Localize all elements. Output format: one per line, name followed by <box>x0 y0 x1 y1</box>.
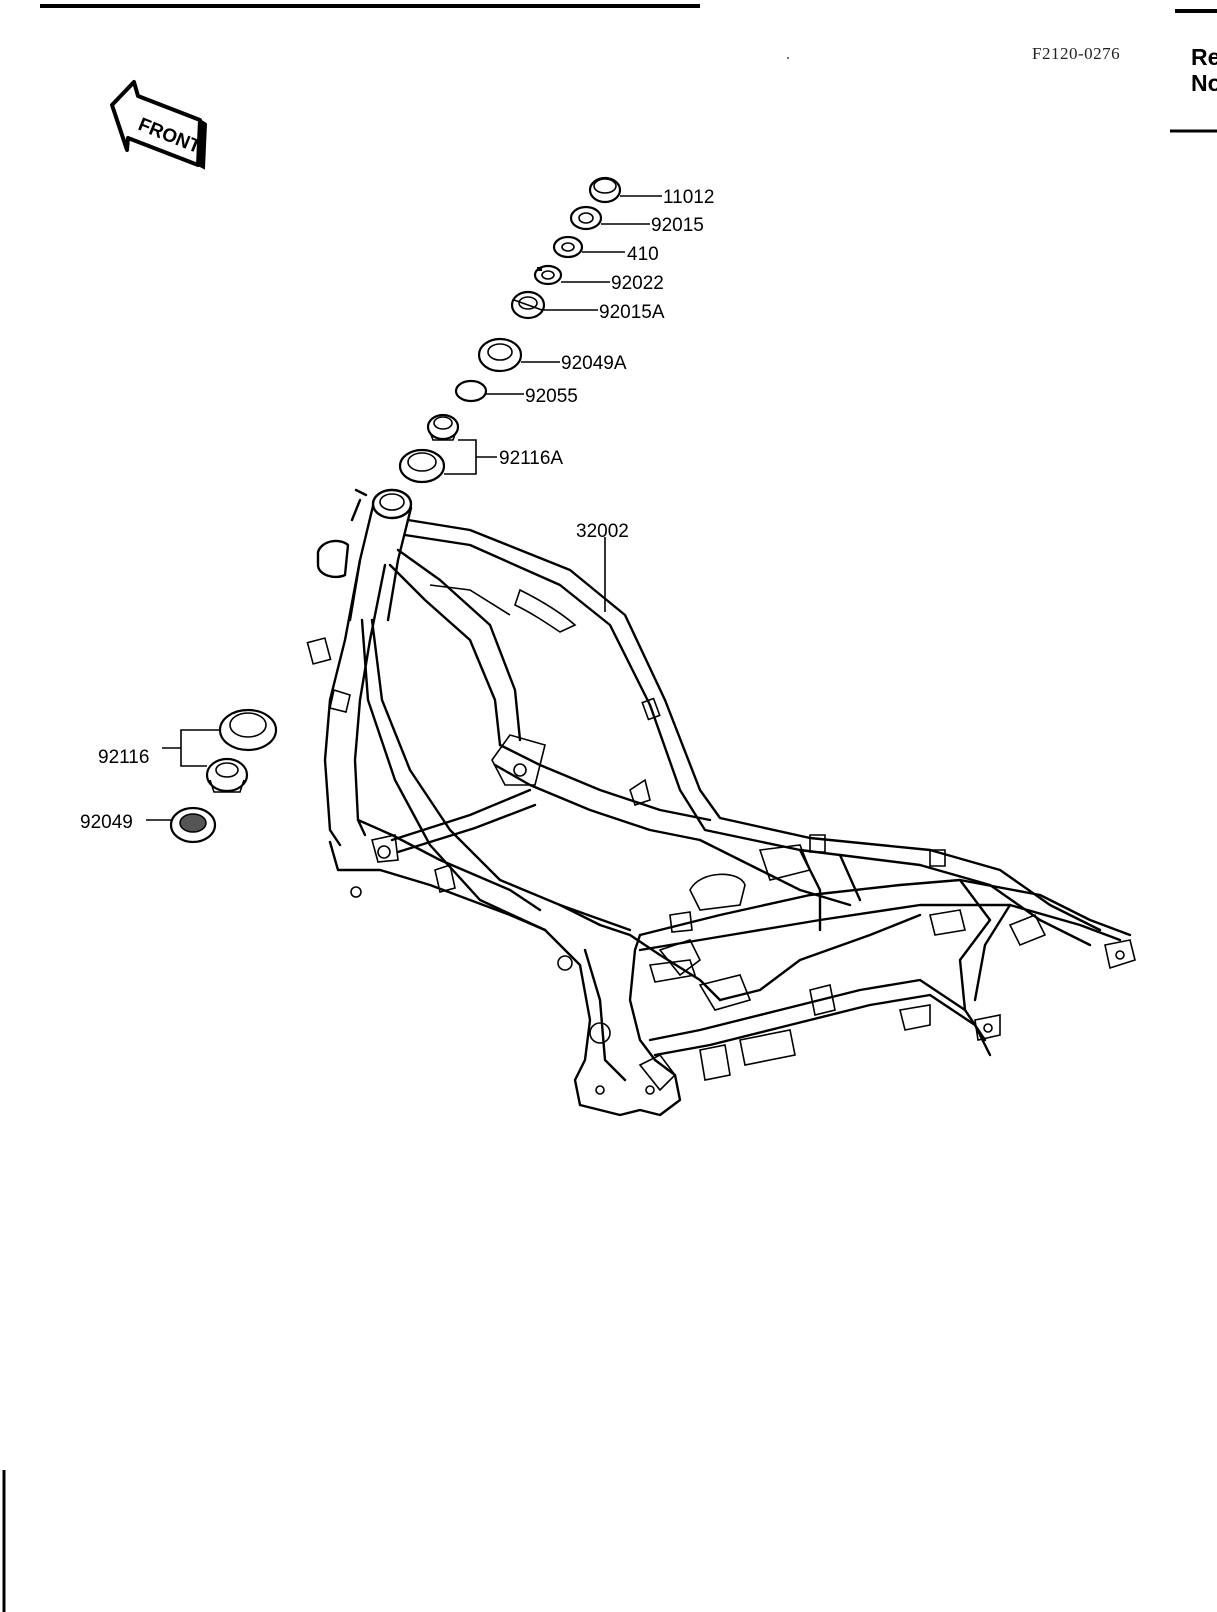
front-direction-arrow-icon: FRONT <box>110 80 208 170</box>
side-text-line2: No <box>1191 70 1217 96</box>
callout-92049A: 92049A <box>561 353 627 374</box>
callout-92015A: 92015A <box>599 302 665 323</box>
part-92116-lower-bearing <box>205 757 249 793</box>
part-92015-nut <box>569 205 603 231</box>
motorcycle-frame-drawing <box>306 488 1136 1117</box>
leader-lines <box>146 195 662 821</box>
part-92049A-seal <box>477 337 523 373</box>
part-92015A-nut <box>510 290 546 320</box>
part-410-washer <box>552 235 584 259</box>
part-92055-o-ring <box>454 379 488 403</box>
callout-92022: 92022 <box>611 273 664 294</box>
speck <box>787 57 789 59</box>
callout-92015: 92015 <box>651 215 704 236</box>
part-92116A-upper-bearing <box>426 413 460 441</box>
callout-92055: 92055 <box>525 386 578 407</box>
part-92022-lock-washer <box>533 264 563 286</box>
callout-32002: 32002 <box>576 521 629 542</box>
part-11012-cap <box>588 176 622 204</box>
callout-92116A: 92116A <box>499 448 563 469</box>
callout-92049: 92049 <box>80 812 133 833</box>
callout-92116: 92116 <box>98 747 149 768</box>
part-92116A-upper-race <box>398 448 446 484</box>
part-92116-lower-race <box>218 708 278 752</box>
callout-410: 410 <box>627 244 659 265</box>
diagram-code: F2120-0276 <box>1032 44 1121 63</box>
side-text-line1: Re <box>1191 44 1217 70</box>
callout-11012: 11012 <box>663 187 714 208</box>
part-92049-seal <box>169 806 217 844</box>
